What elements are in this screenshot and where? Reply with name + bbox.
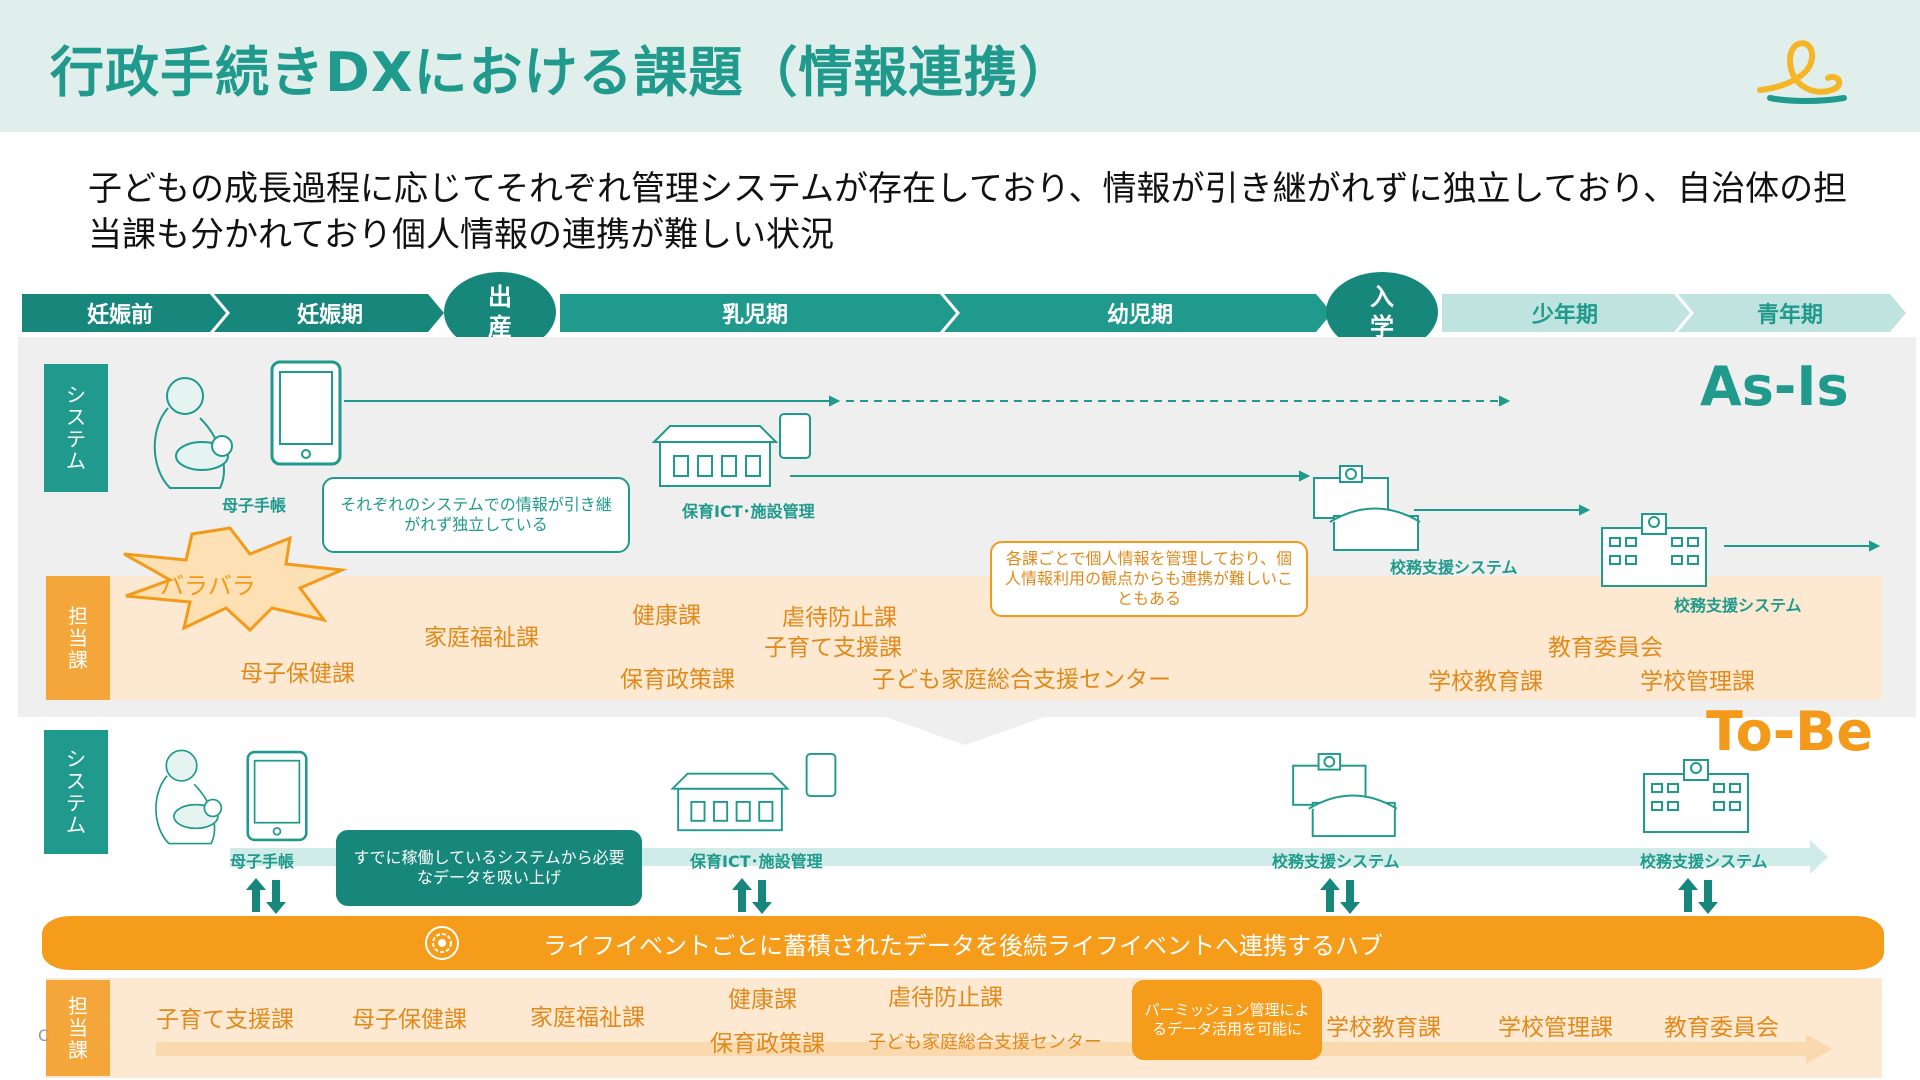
logo-icon: [1757, 40, 1847, 104]
tobe-dept-hoiku-seisaku: 保育政策課: [710, 1031, 825, 1057]
asis-dept-center: 子ども家庭総合支援センター: [872, 667, 1171, 693]
tobe-note-permission: パーミッション管理によるデータ活用を可能に: [1132, 980, 1322, 1060]
asis-dept-tag: 担 当 課: [46, 576, 110, 700]
asis-sys-komu2-label: 校務支援システム: [1674, 596, 1802, 615]
tobe-dept-katei: 家庭福祉課: [530, 1005, 645, 1031]
tobe-sys-komu1-label: 校務支援システム: [1272, 852, 1400, 871]
tobe-tablet-icon: [246, 750, 308, 842]
asis-note-privacy: 各課ごとで個人情報を管理しており、個人情報利用の観点からも連携が難しいこともある: [990, 541, 1308, 617]
tobe-school-building-icon: [1292, 752, 1398, 838]
asis-system-tag: シ ス テ ム: [44, 364, 108, 492]
tobe-dept-gakko-kyoiku: 学校教育課: [1326, 1015, 1441, 1041]
school-office-icon: [1601, 513, 1707, 587]
stage-childhood: 少年期: [1531, 303, 1598, 328]
stage-arrows: [22, 294, 1906, 332]
tobe-sys-hoiku-label: 保育ICT･施設管理: [690, 852, 823, 871]
tobe-dept-gyakutai: 虐待防止課: [888, 985, 1003, 1011]
asis-dept-kyoiku-iinkai: 教育委員会: [1548, 635, 1663, 661]
gear-icon: [425, 926, 459, 960]
panel-divider-arrow: [880, 715, 1050, 745]
stage-pregnancy: 妊娠期: [296, 303, 363, 328]
tobe-nursery-building-icon: [670, 772, 790, 832]
sync-arrows-icon: [246, 878, 286, 914]
page-title: 行政手続きDXにおける課題（情報連携）: [50, 41, 1074, 104]
asis-sys-komu1-label: 校務支援システム: [1390, 558, 1518, 577]
tobe-dept-band: [46, 978, 1882, 1078]
footer-mark: C: [38, 1026, 50, 1045]
asis-dept-kenko: 健康課: [632, 603, 701, 629]
asis-note-independent: それぞれのシステムでの情報が引き継がれず独立している: [322, 477, 630, 553]
tobe-dept-center: 子ども家庭総合支援センター: [868, 1032, 1102, 1053]
burst-label: バラバラ: [160, 572, 256, 600]
asis-dept-katei: 家庭福祉課: [424, 625, 539, 651]
asis-dept-kosodate: 子育て支援課: [764, 635, 902, 661]
burst-shape: [123, 526, 348, 633]
asis-label: As-Is: [1700, 355, 1849, 418]
tablet-icon: [270, 360, 342, 466]
sync-arrows-icon: [1678, 878, 1718, 914]
tobe-dept-kosodate: 子育て支援課: [156, 1007, 294, 1033]
data-hub-bar: ライフイベントごとに蓄積されたデータを後続ライフイベントへ連携するハブ: [42, 916, 1884, 970]
stage-youth: 青年期: [1756, 303, 1823, 328]
school-building-icon: [1313, 465, 1421, 551]
asis-sys-hoiku-label: 保育ICT･施設管理: [682, 502, 815, 521]
sync-arrows-icon: [1320, 878, 1360, 914]
mother-baby-icon: [153, 377, 233, 489]
stage-early-childhood: 幼児期: [1106, 303, 1173, 328]
tobe-system-tag: シ ス テ ム: [44, 730, 108, 854]
tobe-dept-gakko-kanri: 学校管理課: [1498, 1015, 1613, 1041]
tobe-sys-boshi-label: 母子手帳: [230, 852, 295, 871]
asis-dept-gakko-kyoiku: 学校教育課: [1428, 669, 1543, 695]
sync-arrows-icon: [732, 878, 772, 914]
asis-dept-boshi-hoken: 母子保健課: [240, 661, 355, 687]
asis-sys-boshi-label: 母子手帳: [222, 496, 287, 515]
hub-label: ライフイベントごとに蓄積されたデータを後続ライフイベントへ連携するハブ: [543, 931, 1383, 960]
asis-dept-gakko-kanri: 学校管理課: [1640, 669, 1755, 695]
small-tablet-icon: [779, 413, 811, 459]
tobe-dept-boshi-hoken: 母子保健課: [352, 1007, 467, 1033]
nursery-building-icon: [651, 425, 779, 487]
tobe-note-collect: すでに稼働しているシステムから必要なデータを吸い上げ: [336, 830, 642, 906]
tobe-school-office-icon: [1643, 759, 1749, 833]
asis-dept-hoiku-seisaku: 保育政策課: [620, 667, 735, 693]
tobe-small-tablet-icon: [805, 752, 837, 798]
tobe-label: To-Be: [1706, 700, 1873, 763]
tobe-dept-kyoiku-iinkai: 教育委員会: [1664, 1015, 1779, 1041]
tobe-dept-kenko: 健康課: [728, 987, 797, 1013]
stage-infancy: 乳児期: [721, 303, 788, 328]
asis-dept-band: [46, 576, 1882, 700]
stage-pre-pregnancy: 妊娠前: [86, 303, 153, 328]
tobe-sys-komu2-label: 校務支援システム: [1640, 852, 1768, 871]
asis-dept-gyakutai: 虐待防止課: [782, 605, 897, 631]
intro-text: 子どもの成長過程に応じてそれぞれ管理システムが存在しており、情報が引き継がれずに…: [88, 169, 1848, 255]
tobe-dept-tag: 担 当 課: [46, 980, 110, 1076]
tobe-mother-baby-icon: [155, 749, 223, 845]
tobe-dept-flow-arrow: [156, 1034, 1832, 1064]
title-bar: [0, 0, 1920, 132]
